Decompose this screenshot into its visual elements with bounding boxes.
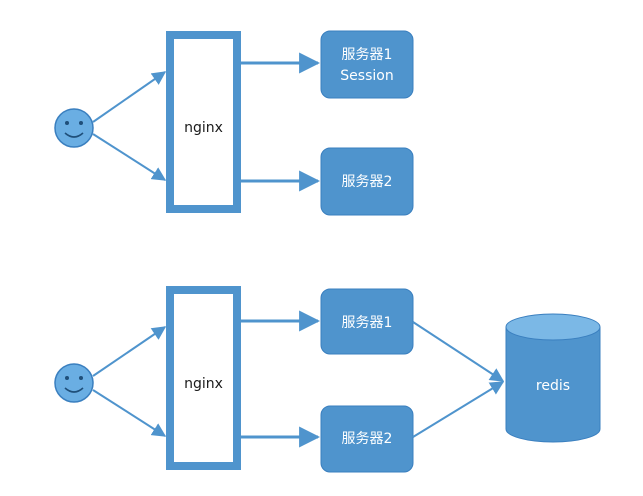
server1-label: 服务器1 — [342, 315, 393, 331]
server1-session-label: Session — [340, 68, 393, 84]
server2-node: 服务器2 — [320, 147, 414, 216]
smiley-face-icon — [54, 108, 94, 148]
bottom-diagram: nginx 服务器1 服务器2 redis — [54, 286, 601, 473]
arrow-server1-to-redis — [412, 321, 505, 382]
arrow-server2-to-redis — [412, 381, 505, 438]
arrow-user-to-nginx-down — [92, 133, 167, 181]
server2-label: 服务器2 — [342, 174, 393, 190]
nginx-label: nginx — [184, 376, 223, 392]
nginx-label: nginx — [184, 120, 223, 136]
top-diagram: nginx 服务器1 Session 服务器2 — [54, 30, 414, 216]
nginx-box: nginx — [166, 286, 241, 470]
redis-label: redis — [536, 378, 570, 394]
redis-database-icon: redis — [505, 313, 601, 443]
arrow-user-to-nginx-up — [92, 326, 167, 377]
server1-node: 服务器1 — [320, 288, 414, 355]
nginx-box: nginx — [166, 31, 241, 213]
smiley-face-icon — [54, 363, 94, 403]
arrow-user-to-nginx-up — [92, 71, 167, 123]
arrow-user-to-nginx-down — [92, 389, 167, 437]
server2-node: 服务器2 — [320, 405, 414, 473]
server1-node: 服务器1 Session — [320, 30, 414, 99]
server1-label: 服务器1 — [342, 47, 393, 63]
server2-label: 服务器2 — [342, 431, 393, 447]
